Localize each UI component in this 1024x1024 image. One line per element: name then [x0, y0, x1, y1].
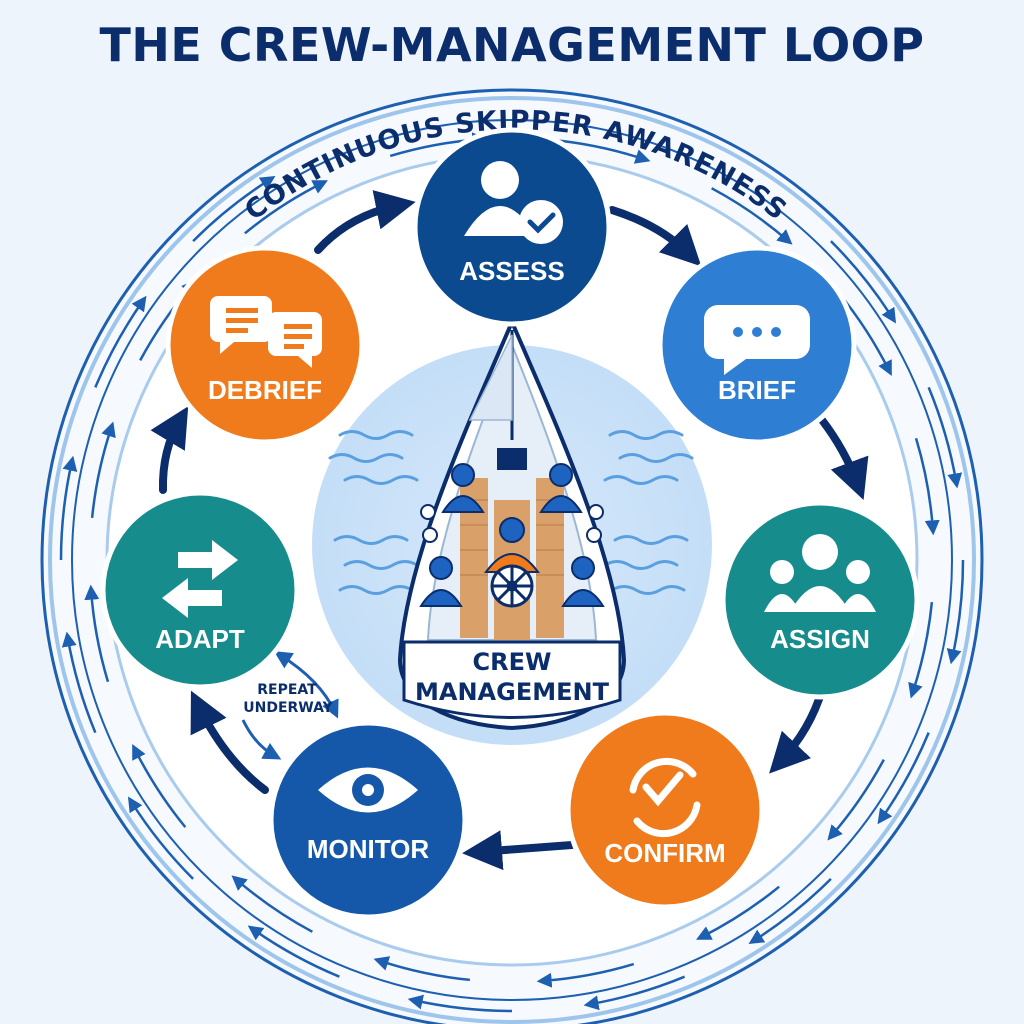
ring-arrow [127, 796, 194, 880]
center-label-line1: CREW [473, 648, 552, 676]
ring-arrow [61, 631, 97, 734]
step-adapt: ADAPT [100, 490, 300, 690]
ring-arrow [908, 602, 934, 699]
center-label-line2: MANAGEMENT [415, 678, 610, 706]
ring-arrow [946, 559, 965, 665]
crew-member-icon [419, 463, 605, 607]
inner-note-line1: REPEAT [257, 682, 317, 698]
step-monitor: MONITOR [268, 720, 468, 920]
step-label: ADAPT [155, 624, 245, 654]
ring-arrow [914, 437, 940, 536]
ring-arrow [192, 175, 276, 242]
ring-arrow [748, 878, 832, 945]
ring-arrow [59, 455, 78, 561]
ring-arrow [231, 875, 313, 933]
ring-arrow [132, 744, 187, 828]
helm-wheel-icon [490, 564, 534, 608]
ring-arrow [536, 962, 635, 988]
eye-icon [318, 767, 418, 813]
step-label: ASSESS [459, 256, 565, 286]
diagram-title: THE CREW-MANAGEMENT LOOP [99, 18, 925, 72]
ring-arrow [247, 925, 340, 978]
ring-arrow [927, 386, 963, 489]
step-debrief: DEBRIEF [165, 245, 365, 445]
step-label: DEBRIEF [208, 375, 322, 405]
step-label: BRIEF [718, 375, 796, 405]
ring-arrow [696, 885, 780, 940]
speech-bubble-icon [704, 305, 810, 375]
step-label: ASSIGN [770, 624, 870, 654]
sailboat-icon [397, 316, 627, 731]
refresh-check-icon [629, 757, 701, 838]
step-assign: ASSIGN [720, 500, 920, 700]
ring-arrow [90, 421, 116, 518]
ring-arrow [407, 994, 513, 1013]
water-waves-icon [328, 430, 694, 595]
step-confirm: CONFIRM [565, 710, 765, 910]
inner-note-line2: UNDERWAY [243, 700, 333, 716]
ring-arrow [373, 956, 470, 982]
step-label: CONFIRM [604, 838, 725, 868]
ring-arrow [244, 180, 328, 235]
ring-arrow [830, 240, 897, 324]
group-icon [764, 534, 876, 612]
step-brief: BRIEF [657, 245, 857, 445]
step-assess: ASSESS [412, 127, 612, 327]
ring-arrow [583, 975, 686, 1011]
chat-bubbles-icon [210, 296, 322, 368]
ring-arrow [711, 187, 793, 245]
ring-arrow [877, 732, 930, 825]
repeat-underway-arrow [241, 651, 339, 760]
center-scene: CREW MANAGEMENT [312, 316, 712, 745]
ring-arrow [84, 584, 110, 683]
helmsman-icon [484, 517, 540, 573]
swap-arrows-icon [162, 540, 238, 618]
ring-arrow [827, 759, 885, 841]
ring-arrow [94, 295, 147, 388]
step-label: MONITOR [307, 834, 430, 864]
person-check-icon [464, 161, 563, 244]
loop-arrows [150, 190, 869, 871]
